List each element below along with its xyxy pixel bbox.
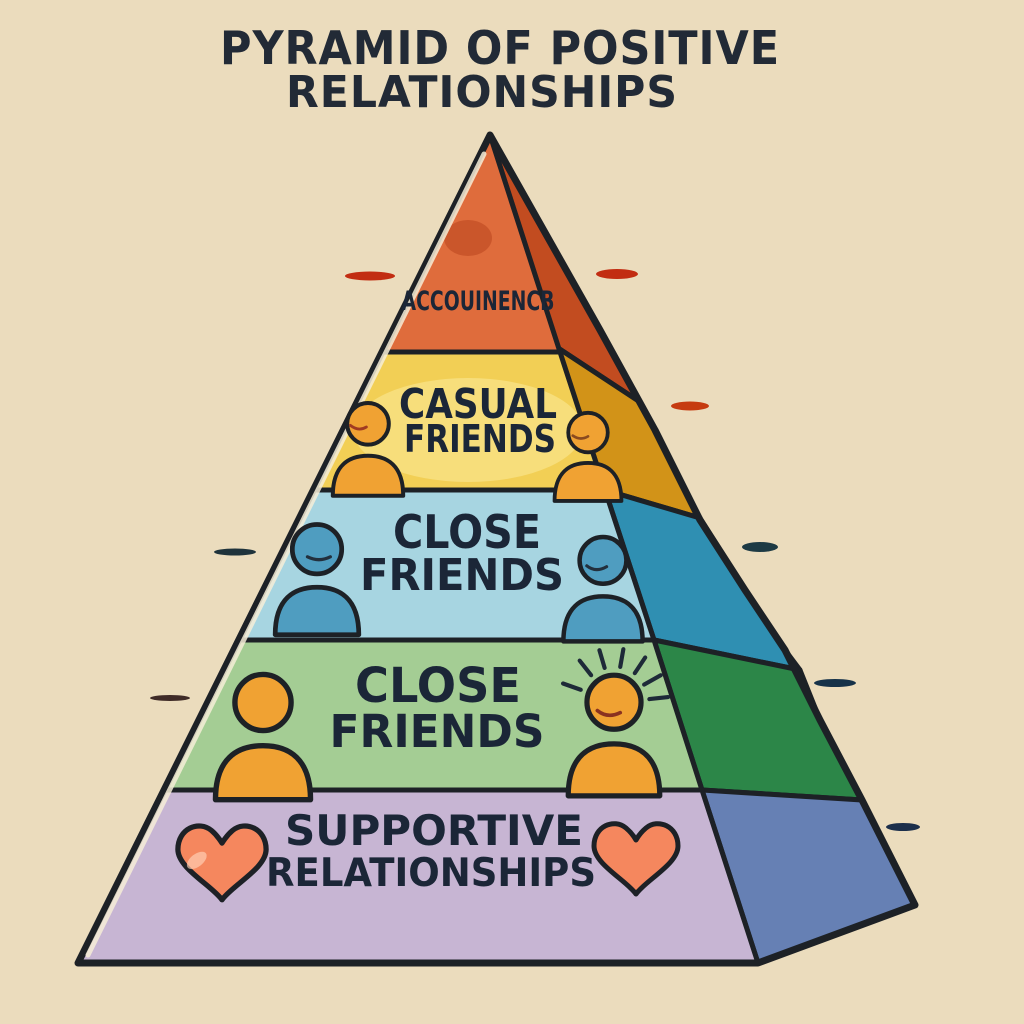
dash-close-right (742, 542, 778, 552)
pyramid-outline (74, 131, 919, 967)
person-icon (552, 410, 624, 503)
tier-casual-friends-label-line2: FRIENDS (404, 417, 556, 461)
yellow-glow-highlight (353, 378, 583, 482)
dash-green-left (150, 695, 190, 701)
tier-close-friends-upper-label-line1: CLOSE (393, 505, 541, 559)
heart-icon (591, 821, 681, 897)
heart-icon (175, 823, 269, 903)
dash-top-left (345, 271, 395, 281)
dash-supportive-right (886, 823, 920, 831)
person-icon (561, 534, 645, 644)
person-shining-icon (560, 647, 671, 799)
tier-close-friends-lower-label-line2: FRIENDS (330, 705, 545, 758)
dash-casual-right (671, 401, 709, 411)
heart-highlight (186, 851, 207, 870)
page-title-line1: PYRAMID OF POSITIVE (220, 21, 780, 75)
tier-acquaintance-label: ACCOUINENCB (402, 286, 555, 317)
dash-green-right (814, 679, 856, 687)
person-icon (212, 671, 314, 803)
tier-supportive-label-line2: RELATIONSHIPS (266, 851, 596, 896)
tier-supportive-label-line1: SUPPORTIVE (285, 806, 583, 855)
person-icon (330, 400, 406, 498)
dash-top-right (596, 269, 638, 279)
left-edge-highlight (85, 151, 487, 958)
tier-close-friends-lower-label-line1: CLOSE (355, 658, 521, 714)
tier-close-friends-upper-label-line2: FRIENDS (360, 550, 564, 601)
orange-paint-blotch (444, 220, 492, 256)
dash-close-left (214, 548, 256, 556)
person-icon (272, 522, 362, 638)
tier-casual-friends-label-line1: CASUAL (399, 380, 557, 428)
page-title-line2: RELATIONSHIPS (286, 67, 678, 118)
